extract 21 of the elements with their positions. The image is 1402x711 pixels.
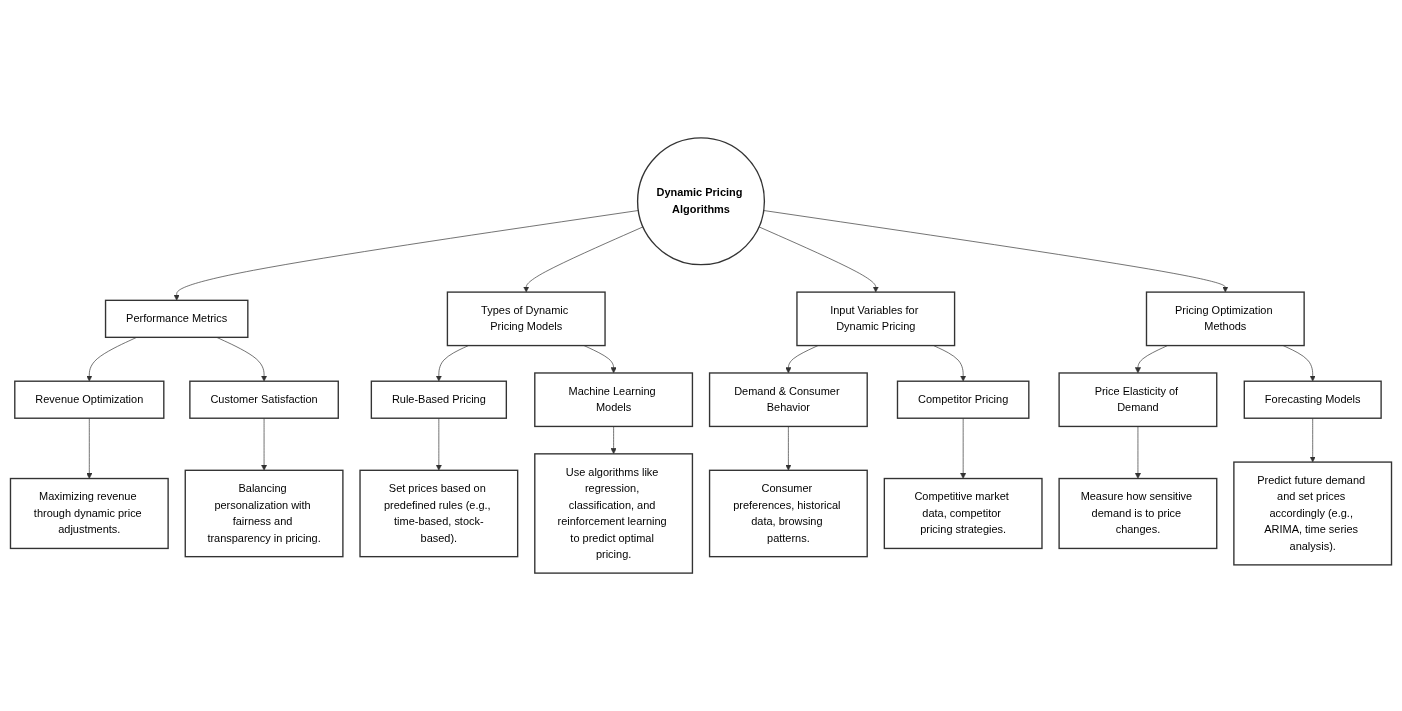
node-box: Rule-Based Pricing — [370, 380, 508, 419]
node-box: Use algorithms like regression, classification, and reinforcement learning to predict optimal pricing. — [534, 453, 694, 574]
node-box: Revenue Optimization — [14, 380, 165, 419]
node-box: Input Variables for Dynamic Pricing — [796, 291, 956, 347]
node-box: Forecasting Models — [1243, 380, 1382, 419]
node-box: Pricing Optimization Methods — [1145, 291, 1305, 347]
node-circle: Dynamic Pricing Algorithms — [636, 137, 766, 266]
node-box: Set prices based on predefined rules (e.g., time-based, stock-based). — [359, 469, 519, 558]
node-box: Competitor Pricing — [896, 380, 1030, 419]
node-box: Balancing personalization with fairness and transparency in pricing. — [184, 469, 344, 558]
node-box: Demand & Consumer Behavior — [708, 372, 868, 428]
node-box: Types of Dynamic Pricing Models — [446, 291, 606, 347]
node-box: Competitive market data, competitor pricing strategies. — [883, 477, 1043, 550]
node-box: Measure how sensitive demand is to price changes. — [1058, 477, 1218, 550]
node-box: Performance Metrics — [104, 299, 249, 339]
node-box: Predict future demand and set prices accordingly (e.g., ARIMA, time series analysis). — [1233, 461, 1393, 566]
node-box: Price Elasticity of Demand — [1058, 372, 1218, 428]
node-box: Maximizing revenue through dynamic price adjustments. — [9, 477, 169, 550]
node-box: Customer Satisfaction — [189, 380, 339, 419]
node-box: Consumer preferences, historical data, browsing patterns. — [708, 469, 868, 558]
node-box: Machine Learning Models — [534, 372, 694, 428]
